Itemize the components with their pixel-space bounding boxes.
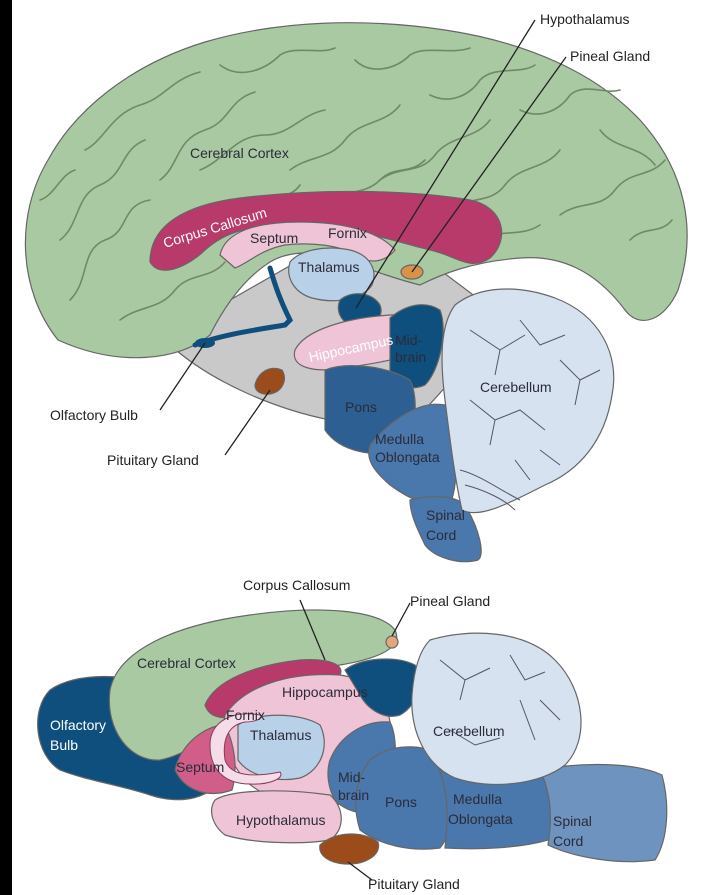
bottom-label-midbrain-1: Mid- [338, 769, 366, 785]
top-label-spinal-1: Spinal [426, 507, 465, 523]
bottom-label-midbrain-2: brain [338, 787, 369, 803]
bottom-label-fornix: Fornix [226, 707, 265, 723]
top-label-pituitary-gland: Pituitary Gland [107, 452, 199, 468]
bottom-label-pineal-gland: Pineal Gland [410, 593, 490, 609]
bottom-label-thalamus: Thalamus [250, 727, 311, 743]
bottom-label-hippocampus: Hippocampus [282, 684, 368, 700]
top-label-spinal-2: Cord [426, 527, 456, 543]
top-label-midbrain-2: brain [395, 349, 426, 365]
human-cerebellum [442, 289, 614, 513]
rodent-cerebellum [412, 633, 581, 784]
bottom-label-septum: Septum [176, 759, 224, 775]
human-brain-diagram: Hypothalamus Pineal Gland Cerebral Corte… [25, 11, 687, 562]
bottom-label-medulla-1: Medulla [453, 791, 502, 807]
top-label-midbrain-1: Mid- [395, 332, 423, 348]
top-label-hypothalamus: Hypothalamus [540, 11, 630, 27]
bottom-label-spinal-1: Spinal [553, 813, 592, 829]
top-label-medulla-1: Medulla [375, 431, 424, 447]
top-label-fornix: Fornix [328, 225, 367, 241]
top-label-olfactory-bulb: Olfactory Bulb [50, 407, 138, 423]
bottom-label-olfactory-2: Bulb [50, 737, 78, 753]
bottom-label-corpus-callosum: Corpus Callosum [243, 577, 350, 593]
top-leader-pituitary [225, 390, 270, 455]
bottom-label-pituitary-gland: Pituitary Gland [368, 876, 460, 892]
bottom-label-cerebellum: Cerebellum [433, 723, 505, 739]
bottom-label-olfactory-1: Olfactory [50, 717, 106, 733]
top-label-pineal-gland: Pineal Gland [570, 48, 650, 64]
top-label-medulla-2: Oblongata [375, 449, 440, 465]
top-label-pons: Pons [345, 399, 377, 415]
rodent-thalamus [238, 715, 324, 779]
bottom-leader-pineal [392, 603, 410, 636]
top-label-septum: Septum [250, 230, 298, 246]
top-label-cerebral-cortex: Cerebral Cortex [190, 145, 289, 161]
rodent-pineal-gland [386, 636, 398, 648]
rodent-pituitary-gland [320, 834, 379, 864]
top-label-cerebellum: Cerebellum [480, 379, 552, 395]
top-label-thalamus: Thalamus [298, 259, 359, 275]
bottom-label-pons: Pons [385, 794, 417, 810]
bottom-label-spinal-2: Cord [553, 833, 583, 849]
bottom-label-hypothalamus: Hypothalamus [236, 812, 326, 828]
rodent-brain-diagram: Corpus Callosum Pineal Gland Cerebral Co… [38, 577, 667, 892]
bottom-label-medulla-2: Oblongata [448, 811, 513, 827]
bottom-label-cerebral-cortex: Cerebral Cortex [137, 655, 236, 671]
